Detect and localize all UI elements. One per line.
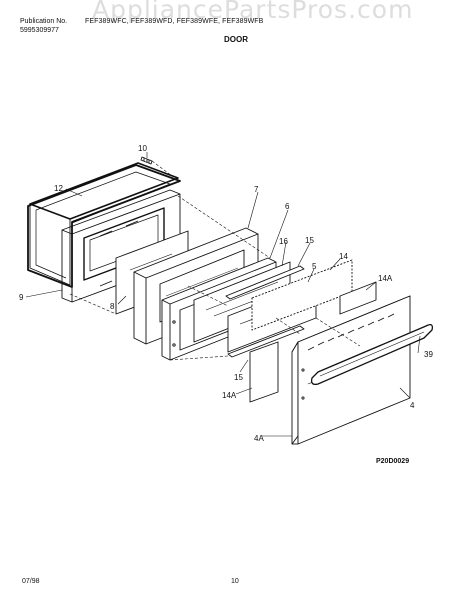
leader-lines — [25, 152, 421, 437]
callout-14a-top: 14A — [378, 274, 393, 283]
section-title: DOOR — [224, 35, 248, 44]
callout-14: 14 — [339, 252, 348, 261]
callout-39: 39 — [424, 350, 433, 359]
publication-label: Publication No. — [20, 18, 68, 25]
footer-page-number: 10 — [231, 578, 239, 585]
callout-labels: 10 12 7 6 16 15 14 5 9 8 14A 39 15 14A 4… — [19, 144, 433, 443]
callout-16: 16 — [279, 237, 288, 246]
part-39-door-handle — [310, 324, 434, 386]
callout-7: 7 — [254, 185, 259, 194]
callout-4: 4 — [410, 401, 415, 410]
part-12-door-gasket — [27, 162, 181, 288]
callout-8: 8 — [110, 302, 115, 311]
alignment-lines — [69, 160, 361, 361]
part-15-trim-lower — [227, 325, 305, 358]
callout-15a: 15 — [305, 236, 314, 245]
part-15-trim-upper — [225, 265, 305, 300]
diagram-code: P20D0029 — [376, 458, 410, 465]
callout-6: 6 — [285, 202, 290, 211]
part-10-screw — [140, 156, 153, 165]
part-14-insulation — [251, 259, 353, 331]
model-list: FEF389WFC, FEF389WFD, FEF389WFE, FEF389W… — [85, 18, 264, 25]
publication-number: 5995309977 — [20, 27, 59, 34]
part-14a-insulation-upper — [339, 281, 377, 315]
footer-date: 07/98 — [22, 578, 40, 585]
part-14a-insulation-lower — [249, 341, 279, 403]
callout-10: 10 — [138, 144, 147, 153]
callout-5: 5 — [312, 262, 317, 271]
callout-14a-left: 14A — [222, 391, 237, 400]
callout-12: 12 — [54, 184, 63, 193]
callout-9: 9 — [19, 293, 24, 302]
callout-4a: 4A — [254, 434, 264, 443]
callout-15b: 15 — [234, 373, 243, 382]
